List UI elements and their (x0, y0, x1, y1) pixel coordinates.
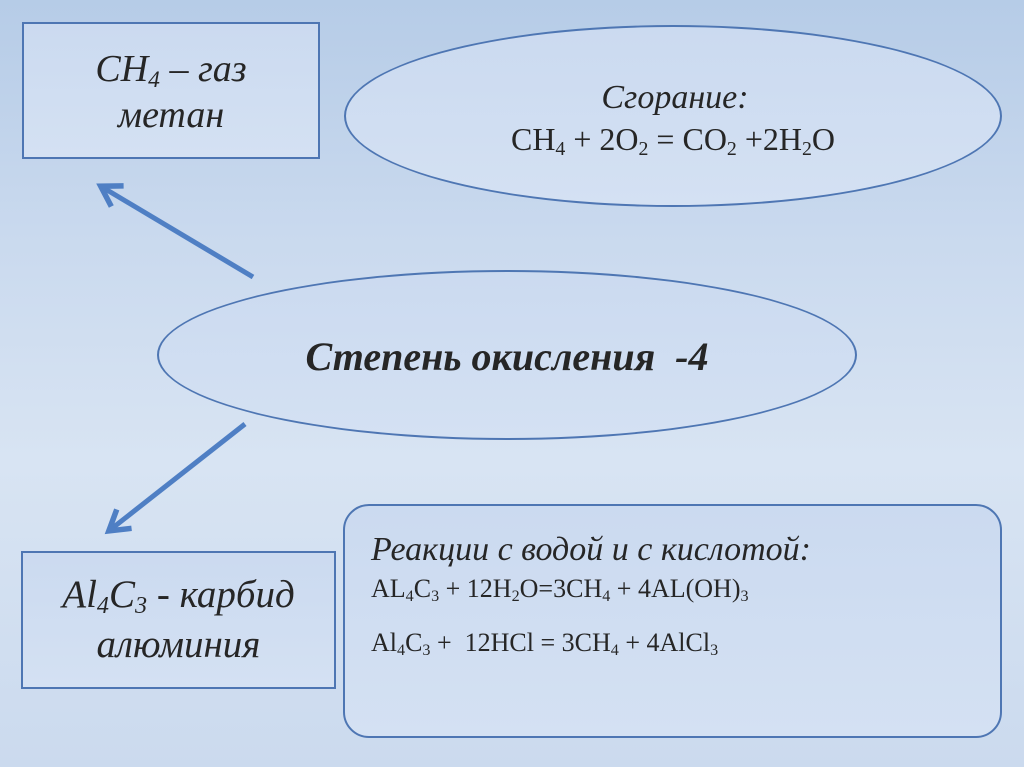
reaction-acid-equation: Al4C3 + 12HCl = 3CH4 + 4AlCl3 (371, 626, 1000, 660)
formula-text: = CO (648, 121, 727, 157)
carbide-name: алюминия (96, 623, 261, 666)
formula-subscript: 4 (405, 588, 414, 606)
methane-box: CH4 – газ метан (22, 22, 320, 159)
formula-subscript: 2 (638, 137, 649, 160)
reaction-water-equation: AL4C3 + 12H2O=3CH4 + 4AL(OH)3 (371, 572, 1000, 606)
arrow-to-carbide (104, 422, 247, 535)
formula-subscript: 2 (802, 137, 812, 160)
methane-subscript: 4 (148, 66, 160, 93)
carbide-box: Al4C3 - карбид алюминия (21, 551, 336, 689)
formula-subscript: 3 (422, 642, 431, 660)
formula-text: + 2O (565, 121, 639, 157)
formula-subscript: 3 (710, 642, 719, 660)
formula-text: C (413, 574, 432, 603)
formula-text: O (811, 121, 836, 157)
formula-text: O=3CH (519, 574, 603, 603)
formula-text: C (405, 628, 423, 657)
combustion-title: Сгорание: (601, 79, 749, 116)
reactions-title: Реакции с водой и с кислотой: (371, 531, 811, 568)
formula-text: + 4AL(OH) (610, 574, 741, 603)
formula-text: + 4AlCl (618, 628, 711, 657)
formula-text: Al (371, 628, 397, 657)
formula-subscript: 3 (431, 588, 440, 606)
reactions-box: Реакции с водой и с кислотой: AL4C3 + 12… (343, 504, 1002, 738)
formula-subscript: 4 (602, 588, 611, 606)
combustion-equation: CH4 + 2O2 = CO2 +2H2O (346, 117, 1000, 161)
methane-formula: CH (95, 48, 149, 90)
carbide-formula-line: Al4C3 - карбид (23, 570, 334, 620)
methane-formula-line: CH4 – газ (24, 46, 318, 92)
formula-subscript: 3 (135, 592, 148, 620)
formula-subscript: 2 (511, 588, 520, 606)
methane-name: метан (117, 94, 225, 136)
methane-gas-label: – газ (159, 48, 247, 90)
formula-subscript: 4 (397, 642, 406, 660)
formula-subscript: 3 (740, 588, 749, 606)
formula-subscript: 4 (96, 592, 110, 620)
formula-text: - карбид (147, 573, 295, 616)
formula-subscript: 4 (610, 642, 619, 660)
formula-subscript: 2 (726, 137, 737, 160)
formula-text: Al (62, 573, 97, 616)
oxidation-state-ellipse: Степень окисления -4 (157, 270, 857, 440)
combustion-ellipse: Сгорание: CH4 + 2O2 = CO2 +2H2O (344, 25, 1002, 207)
formula-text: CH (510, 121, 556, 157)
formula-text: AL (371, 574, 406, 603)
arrow-to-methane (96, 183, 255, 280)
oxidation-state-label: Степень окисления -4 (305, 334, 709, 379)
formula-text: +2H (736, 121, 802, 157)
formula-subscript: 4 (555, 137, 566, 160)
formula-text: + 12HCl = 3CH (430, 628, 611, 657)
formula-text: C (109, 573, 136, 616)
formula-text: + 12H (439, 574, 512, 603)
